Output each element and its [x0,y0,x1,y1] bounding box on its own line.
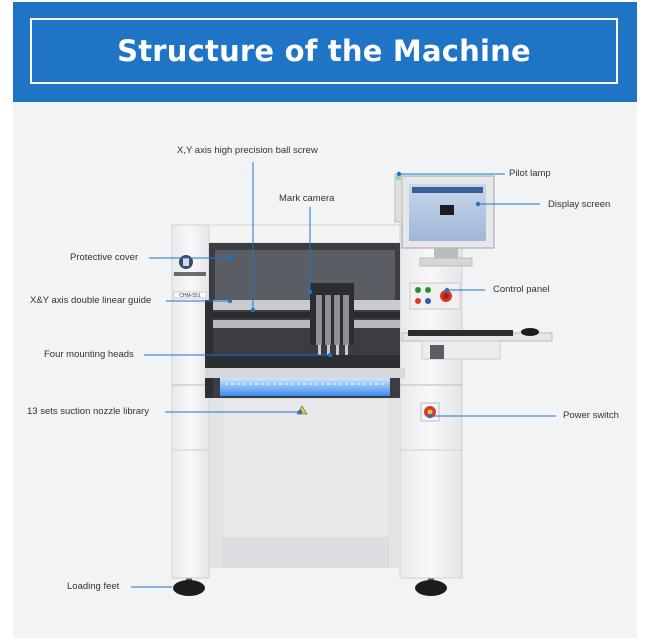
callout-dots [227,171,481,419]
nozzle-library [205,355,405,415]
callout-linear-guide: X&Y axis double linear guide [30,295,152,306]
title-frame: Structure of the Machine [30,18,618,84]
four-mounting-heads [310,283,354,355]
keyboard-tray [401,328,553,360]
callout-control-panel: Control panel [493,284,550,295]
linear-guide-rails [205,300,400,398]
callout-loading-feet: Loading feet [67,581,120,592]
callout-power-switch: Power switch [563,410,619,421]
loading-feet [173,575,447,596]
page-title: Structure of the Machine [117,34,531,68]
model-label: CHM-551 [179,293,201,299]
machine-body [171,224,463,579]
callout-nozzle-library: 13 sets suction nozzle library [27,406,149,417]
callout-protective-cover: Protective cover [70,252,139,263]
display-screen [401,175,495,267]
callout-pilot-lamp: Pilot lamp [509,168,551,179]
pilot-lamp [394,173,403,223]
callout-ball-screw: X,Y axis high precision ball screw [177,145,318,156]
title-banner: Structure of the Machine [13,2,637,102]
callout-display-screen: Display screen [548,199,611,210]
control-panel [409,282,461,310]
callout-mounting-heads: Four mounting heads [44,349,134,360]
callout-lines [131,162,556,588]
power-switch [420,402,440,422]
callout-mark-camera: Mark camera [279,193,335,204]
